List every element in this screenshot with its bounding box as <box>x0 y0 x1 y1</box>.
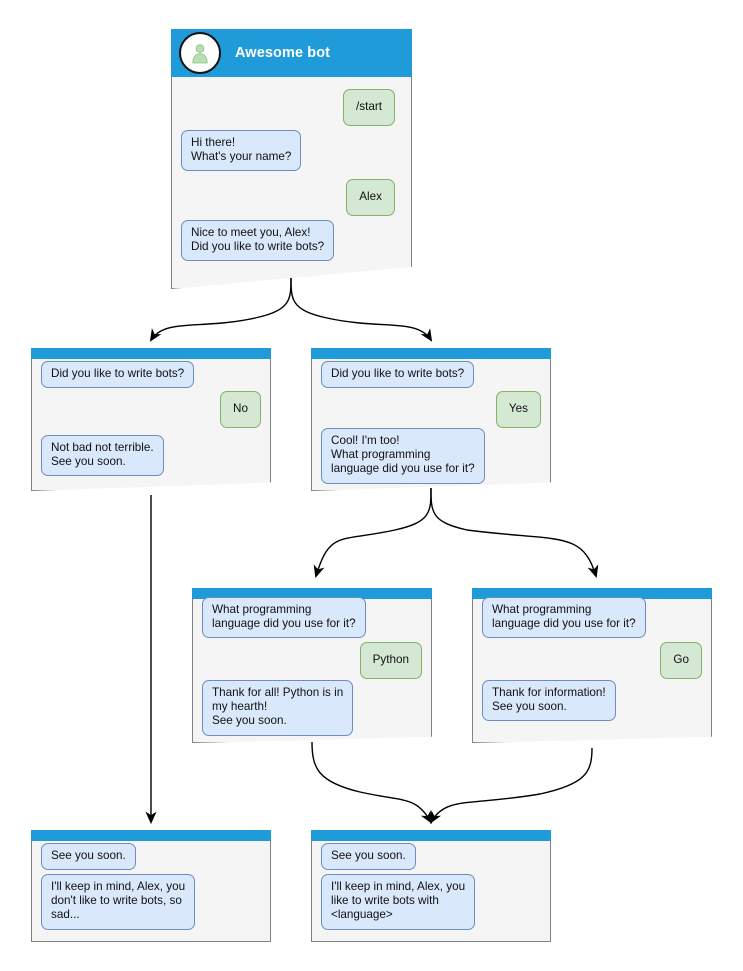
node-end-sad[interactable]: See you soon. I'll keep in mind, Alex, y… <box>31 830 271 942</box>
node-python-branch-titlebar <box>192 588 432 599</box>
user-message-bubble[interactable]: Alex <box>346 179 395 217</box>
node-root[interactable]: Awesome bot /start Hi there! What's your… <box>171 29 412 289</box>
bot-message-bubble[interactable]: What programming language did you use fo… <box>202 597 366 639</box>
bot-message-bubble[interactable]: Thank for information! See you soon. <box>482 680 616 722</box>
person-avatar-icon <box>179 32 221 74</box>
message-row: I'll keep in mind, Alex, you like to wri… <box>321 874 541 930</box>
message-row: Yes <box>319 391 541 429</box>
bot-title: Awesome bot <box>235 45 331 61</box>
message-row: What programming language did you use fo… <box>202 597 422 639</box>
message-row: Cool! I'm too! What programming language… <box>321 428 541 484</box>
bot-message-bubble[interactable]: Hi there! What's your name? <box>181 130 302 172</box>
message-row: Did you like to write bots? <box>41 361 261 389</box>
message-row: Go <box>480 642 702 680</box>
user-message-bubble[interactable]: Yes <box>495 391 541 429</box>
message-row: See you soon. <box>41 843 261 871</box>
node-end-happy-titlebar <box>311 830 551 841</box>
message-row: /start <box>179 89 395 127</box>
user-message-bubble[interactable]: Go <box>660 642 702 680</box>
edge-python-to-end-happy <box>311 741 433 824</box>
user-message-bubble[interactable]: Python <box>359 642 422 680</box>
bot-message-bubble[interactable]: Cool! I'm too! What programming language… <box>321 428 485 484</box>
node-root-titlebar: Awesome bot <box>171 29 412 77</box>
node-yes-branch[interactable]: Did you like to write bots? Yes Cool! I'… <box>311 348 551 491</box>
user-message-bubble[interactable]: /start <box>343 89 395 127</box>
message-row: See you soon. <box>321 843 541 871</box>
bot-message-bubble[interactable]: Not bad not terrible. See you soon. <box>41 435 164 477</box>
message-row: Python <box>200 642 422 680</box>
node-end-sad-titlebar <box>31 830 271 841</box>
bot-message-bubble[interactable]: Did you like to write bots? <box>41 361 195 389</box>
node-yes-branch-titlebar <box>311 348 551 359</box>
node-go-branch-titlebar <box>472 588 712 599</box>
bot-message-bubble[interactable]: I'll keep in mind, Alex, you like to wri… <box>321 874 476 930</box>
node-no-branch[interactable]: Did you like to write bots? No Not bad n… <box>31 348 271 491</box>
bot-message-bubble[interactable]: I'll keep in mind, Alex, you don't like … <box>41 874 196 930</box>
message-row: What programming language did you use fo… <box>482 597 702 639</box>
bot-message-bubble[interactable]: Thank for all! Python is in my hearth! S… <box>202 680 354 736</box>
message-row: Alex <box>179 179 395 217</box>
message-row: Hi there! What's your name? <box>181 130 397 172</box>
user-message-bubble[interactable]: No <box>220 391 261 429</box>
edge-yes-to-python <box>313 487 432 579</box>
message-row: Not bad not terrible. See you soon. <box>41 435 261 477</box>
message-row: Nice to meet you, Alex! Did you like to … <box>181 220 397 262</box>
message-row: No <box>39 391 261 429</box>
message-row: Thank for all! Python is in my hearth! S… <box>202 680 422 736</box>
message-row: I'll keep in mind, Alex, you don't like … <box>41 874 261 930</box>
node-no-branch-titlebar <box>31 348 271 359</box>
bot-message-bubble[interactable]: Nice to meet you, Alex! Did you like to … <box>181 220 335 262</box>
edge-yes-to-go <box>430 487 599 579</box>
bot-message-bubble[interactable]: See you soon. <box>41 843 136 871</box>
node-python-branch[interactable]: What programming language did you use fo… <box>192 588 432 743</box>
node-go-branch[interactable]: What programming language did you use fo… <box>472 588 712 743</box>
node-end-happy[interactable]: See you soon. I'll keep in mind, Alex, y… <box>311 830 551 942</box>
message-row: Thank for information! See you soon. <box>482 680 702 722</box>
bot-message-bubble[interactable]: See you soon. <box>321 843 416 871</box>
message-row: Did you like to write bots? <box>321 361 541 389</box>
bot-message-bubble[interactable]: What programming language did you use fo… <box>482 597 646 639</box>
bot-message-bubble[interactable]: Did you like to write bots? <box>321 361 475 389</box>
edge-go-to-end-happy <box>429 747 593 824</box>
